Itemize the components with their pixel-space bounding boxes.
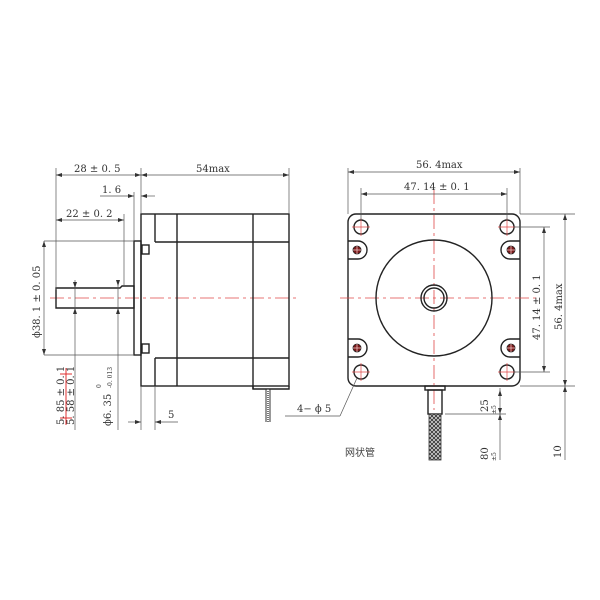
dim-hole-spacing-h: 47. 14 ± 0. 1 — [404, 182, 470, 193]
shaft-inner — [423, 287, 445, 309]
cable-sleeve-label: 网状管 — [345, 446, 375, 459]
dim-flat-depth: 5. 85 ± 0. 1 — [56, 366, 67, 425]
front-view: 56. 4max 47. 14 ± 0. 1 47. 14 ± 0. 1 56.… — [285, 160, 575, 461]
dim-mounting-holes: 4− ϕ 5 — [297, 404, 331, 415]
mounting-hole-bl — [352, 363, 370, 381]
dim-flange-thickness: 1. 6 — [102, 185, 121, 196]
dim-cable-exit-2: 80 — [480, 447, 491, 460]
dim-flat-depth-struck: 5. 58 ± 0. 1 — [66, 366, 77, 425]
dim-body-height: 56. 4max — [554, 283, 565, 330]
dim-shaft-diameter: ϕ6. 35 — [103, 394, 114, 426]
flange-tab-bottom — [141, 343, 150, 354]
boss-circle — [375, 239, 493, 357]
braided-sleeve — [428, 413, 442, 461]
screw-br — [500, 338, 520, 358]
dim-shaft-flat-length: 22 ± 0. 2 — [66, 209, 113, 220]
dim-boss-diameter: ϕ38. 1 ± 0. 05 — [32, 266, 43, 338]
side-view: 28 ± 0. 5 54max 1. 6 22 ± 0. 2 ϕ38. 1 ± … — [32, 164, 300, 430]
screw-tr — [500, 240, 520, 260]
shaft-outer — [420, 284, 448, 312]
dim-shaft-tol-lower: -0. 013 — [107, 367, 114, 388]
mounting-hole-br — [498, 363, 516, 381]
shaft — [55, 285, 135, 309]
dim-body-width: 56. 4max — [416, 160, 463, 171]
dim-hole-spacing-v: 47. 14 ± 0. 1 — [532, 274, 543, 340]
dim-cable-right: 10 — [553, 445, 564, 458]
mounting-hole-tr — [498, 218, 516, 236]
mounting-hole-tl — [352, 218, 370, 236]
leader-line — [339, 377, 358, 417]
dim-shaft-tol-upper: 0 — [96, 384, 103, 388]
motor-body — [140, 213, 290, 387]
dim-cable-exit-1: 25 — [480, 399, 491, 412]
screw-bl — [348, 338, 368, 358]
dim-body-length: 54max — [196, 164, 230, 175]
dim-front-cap: 5 — [168, 410, 174, 421]
cable-gland — [427, 389, 443, 415]
rear-cap — [252, 386, 290, 390]
dim-cable-exit-2-tol: ±5 — [491, 452, 498, 461]
dim-cable-exit-1-tol: ±5 — [491, 405, 498, 414]
flange-tab-top — [141, 244, 150, 255]
side-cable — [265, 389, 271, 422]
dim-shaft-total-length: 28 ± 0. 5 — [74, 164, 121, 175]
screw-tl — [348, 240, 368, 260]
